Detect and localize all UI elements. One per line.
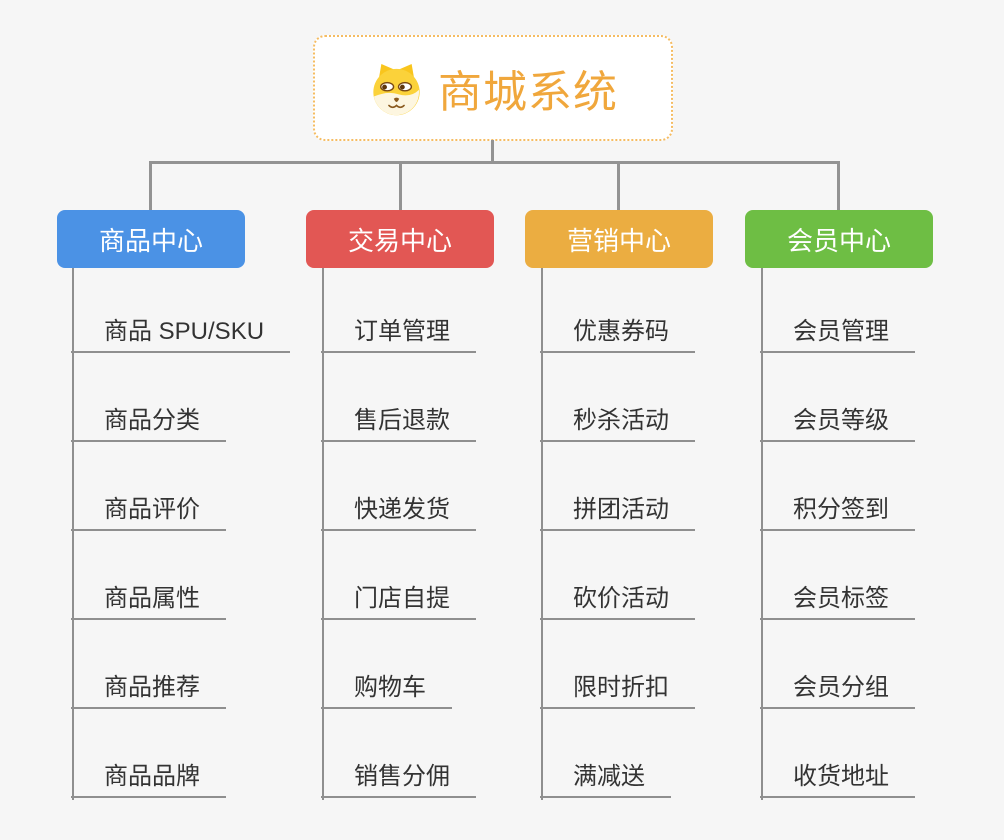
leaf-node[interactable]: 门店自提 [321,580,476,620]
leaf-node[interactable]: 满减送 [540,758,671,798]
connector-root-stub [491,140,494,164]
dog-face-icon [368,60,425,117]
leaf-node[interactable]: 快递发货 [321,491,476,531]
leaf-node[interactable]: 优惠券码 [540,313,695,353]
leaf-node[interactable]: 会员标签 [760,580,915,620]
connector-drop-2 [399,161,402,210]
leaf-node[interactable]: 拼团活动 [540,491,695,531]
connector-drop-4 [837,161,840,210]
leaf-node[interactable]: 会员管理 [760,313,915,353]
connector-drop-3 [617,161,620,210]
leaf-node[interactable]: 商品 SPU/SKU [71,313,291,353]
leaf-node[interactable]: 秒杀活动 [540,402,695,442]
branch-spine-1 [72,268,74,800]
leaf-node[interactable]: 积分签到 [760,491,915,531]
connector-horizontal [149,161,840,164]
leaf-node[interactable]: 会员等级 [760,402,915,442]
root-node[interactable]: 商城系统 [313,35,673,141]
branch-spine-3 [541,268,543,800]
root-node-title: 商城系统 [438,68,618,117]
branch-node-marketing-center[interactable]: 营销中心 [525,210,713,268]
leaf-node[interactable]: 销售分佣 [321,758,476,798]
leaf-node[interactable]: 商品品牌 [71,758,226,798]
leaf-node[interactable]: 会员分组 [760,669,915,709]
branch-spine-4 [761,268,763,800]
leaf-node[interactable]: 商品评价 [71,491,226,531]
leaf-node[interactable]: 收货地址 [760,758,915,798]
connector-drop-1 [149,161,152,210]
branch-label: 商品中心 [98,225,203,256]
branch-node-product-center[interactable]: 商品中心 [57,210,245,268]
branch-label: 会员中心 [786,225,891,256]
branch-node-member-center[interactable]: 会员中心 [745,210,933,268]
leaf-node[interactable]: 订单管理 [321,313,476,353]
leaf-node[interactable]: 限时折扣 [540,669,695,709]
leaf-node[interactable]: 砍价活动 [540,580,695,620]
leaf-node[interactable]: 商品属性 [71,580,226,620]
branch-label: 交易中心 [347,225,452,256]
leaf-node[interactable]: 购物车 [321,669,452,709]
branch-label: 营销中心 [566,225,671,256]
branch-spine-2 [322,268,324,800]
leaf-node[interactable]: 商品分类 [71,402,226,442]
branch-node-trade-center[interactable]: 交易中心 [306,210,494,268]
leaf-node[interactable]: 商品推荐 [71,669,226,709]
leaf-node[interactable]: 售后退款 [321,402,476,442]
